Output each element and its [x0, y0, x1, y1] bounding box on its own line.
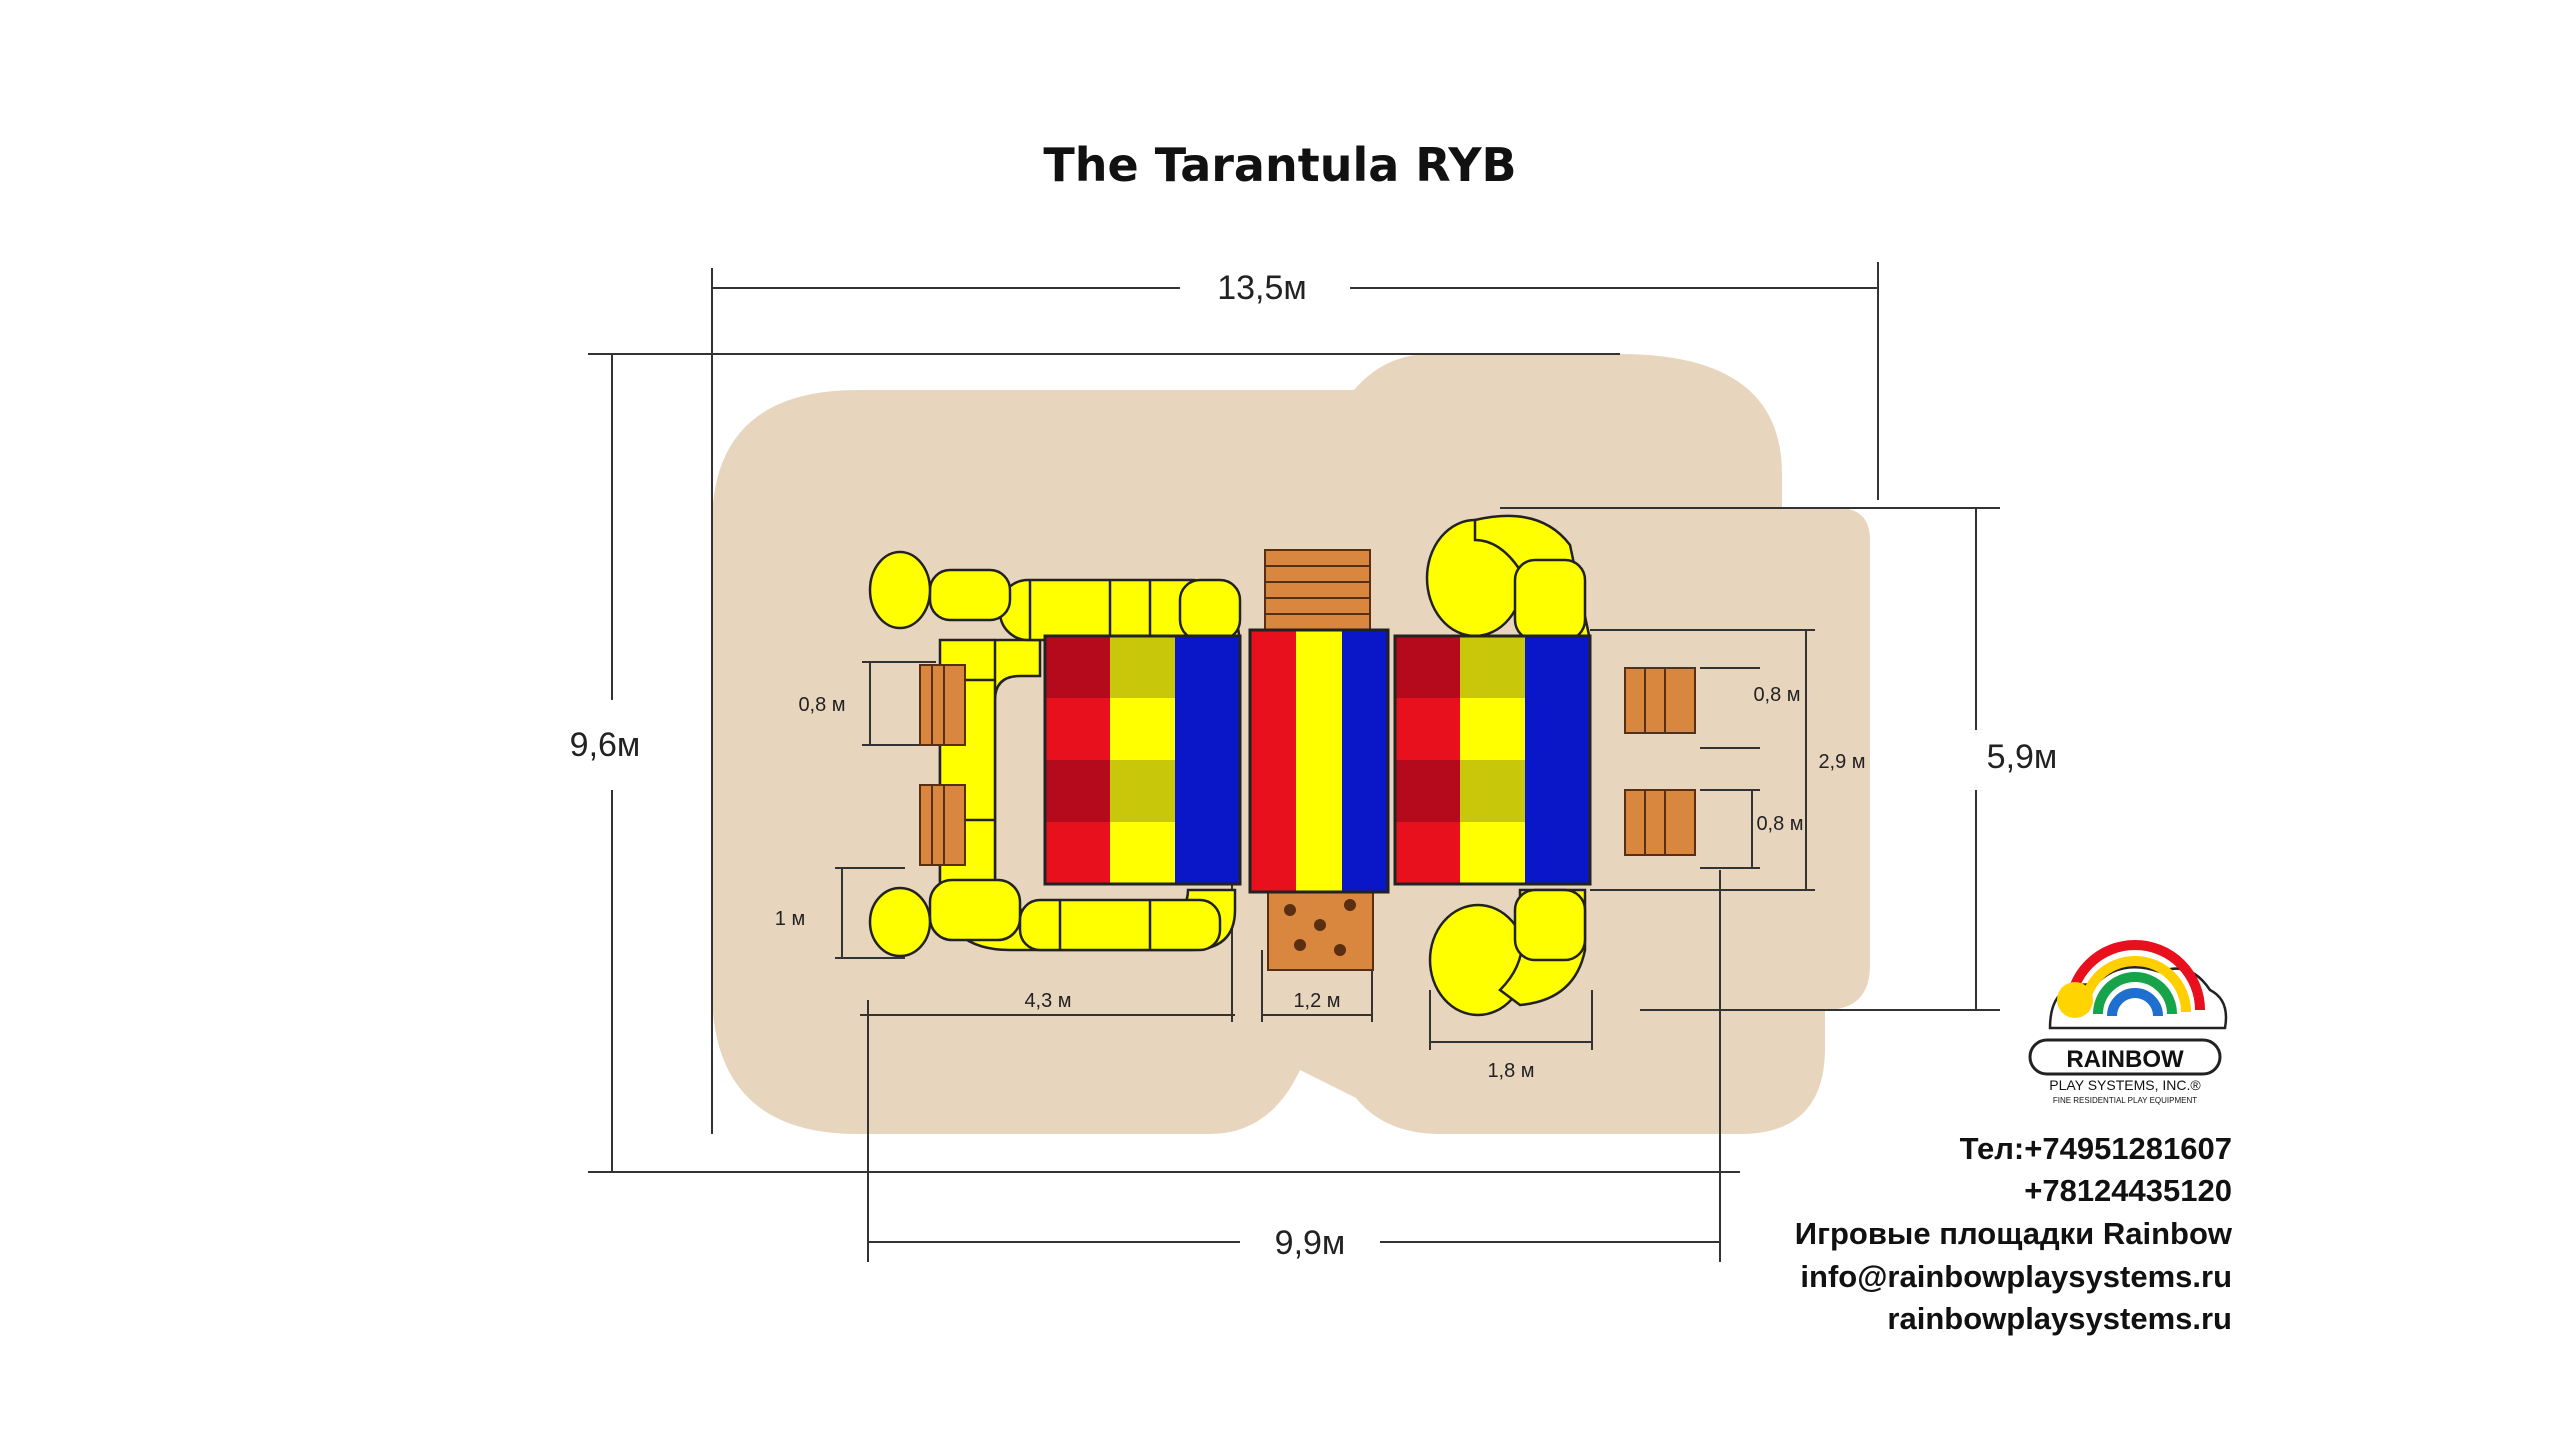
dim-ladder-width: 1,2 м — [1293, 990, 1340, 1012]
contact-phone-1: Тел:+74951281607 — [1959, 1131, 2232, 1166]
roof-panel — [1395, 822, 1460, 884]
logo-brand: RAINBOW — [2066, 1046, 2184, 1073]
roof-outline — [1248, 628, 1390, 894]
roof-panel — [1525, 760, 1590, 822]
left-wood-steps — [919, 664, 966, 866]
dimension-lines — [588, 262, 2000, 1262]
roof-center — [1248, 628, 1390, 894]
roof-panel — [1175, 760, 1240, 822]
dim-right-depth: 5,9м — [1987, 738, 2058, 776]
contact-email[interactable]: info@rainbowplaysystems.ru — [1800, 1259, 2232, 1294]
logo-tagline: FINE RESIDENTIAL PLAY EQUIPMENT — [2053, 1096, 2197, 1105]
roof-panel — [1110, 698, 1175, 760]
roof-panel — [1175, 636, 1240, 698]
roof-panel — [1395, 636, 1460, 698]
roof-panel — [1110, 822, 1175, 884]
roof-panel — [1525, 636, 1590, 698]
dim-spiral-width: 1,8 м — [1487, 1060, 1534, 1082]
roof-panel — [1395, 760, 1460, 822]
roof-panel — [1250, 761, 1296, 827]
roof-panel — [1045, 822, 1110, 884]
roof-panel — [1460, 822, 1525, 884]
dim-tube-slide-span: 4,3 м — [1024, 990, 1071, 1012]
roof-panel — [1045, 698, 1110, 760]
roof-panel — [1395, 698, 1460, 760]
roof-panel — [1460, 636, 1525, 698]
roof-panel — [1342, 630, 1388, 696]
roof-panel — [1045, 760, 1110, 822]
diagram-title: The Tarantula RYB — [1043, 138, 1517, 192]
rainbow-logo: RAINBOW PLAY SYSTEMS, INC.® FINE RESIDEN… — [2028, 940, 2228, 1105]
roof-panel — [1342, 695, 1388, 761]
roof-panel — [1110, 636, 1175, 698]
dimension-labels: 13,5м 9,6м 9,9м 5,9м 4,3 м 1,2 м 1,8 м 0… — [570, 269, 2058, 1262]
roof-panel — [1250, 630, 1296, 696]
dim-right-deck-span: 2,9 м — [1818, 751, 1865, 773]
dim-bottom-width: 9,9м — [1275, 1224, 1346, 1262]
roof-panel — [1296, 630, 1342, 696]
dim-left-side-bay: 0,8 м — [798, 694, 845, 716]
roof-outline — [1393, 634, 1592, 886]
roof-canopies — [1043, 628, 1592, 894]
center-ladder — [1264, 549, 1374, 971]
contact-phone-2: +78124435120 — [2024, 1173, 2232, 1208]
roof-left — [1043, 634, 1242, 886]
dim-right-bay-top: 0,8 м — [1753, 684, 1800, 706]
roof-panel — [1175, 698, 1240, 760]
roof-panel — [1296, 826, 1342, 892]
roof-panel — [1250, 826, 1296, 892]
right-wood-ladders — [1624, 667, 1696, 856]
dim-overall-depth: 9,6м — [570, 726, 641, 764]
roof-panel — [1045, 636, 1110, 698]
roof-panel — [1250, 695, 1296, 761]
roof-panel — [1296, 761, 1342, 827]
roof-right — [1393, 634, 1592, 886]
roof-panel — [1110, 760, 1175, 822]
roof-panel — [1342, 761, 1388, 827]
contact-website[interactable]: rainbowplaysystems.ru — [1887, 1301, 2232, 1336]
dim-right-bay-bottom: 0,8 м — [1756, 813, 1803, 835]
contact-company: Игровые площадки Rainbow — [1794, 1216, 2232, 1251]
roof-panel — [1460, 698, 1525, 760]
roof-panel — [1525, 822, 1590, 884]
dim-left-tube-end: 1 м — [775, 908, 805, 930]
roof-outline — [1043, 634, 1242, 886]
roof-panel — [1525, 698, 1590, 760]
roof-panel — [1342, 826, 1388, 892]
roof-panel — [1460, 760, 1525, 822]
right-spiral-slides — [1425, 514, 1592, 1017]
roof-panel — [1175, 822, 1240, 884]
dim-overall-width: 13,5м — [1217, 269, 1307, 307]
roof-panel — [1296, 695, 1342, 761]
logo-company: PLAY SYSTEMS, INC.® — [2049, 1077, 2201, 1093]
